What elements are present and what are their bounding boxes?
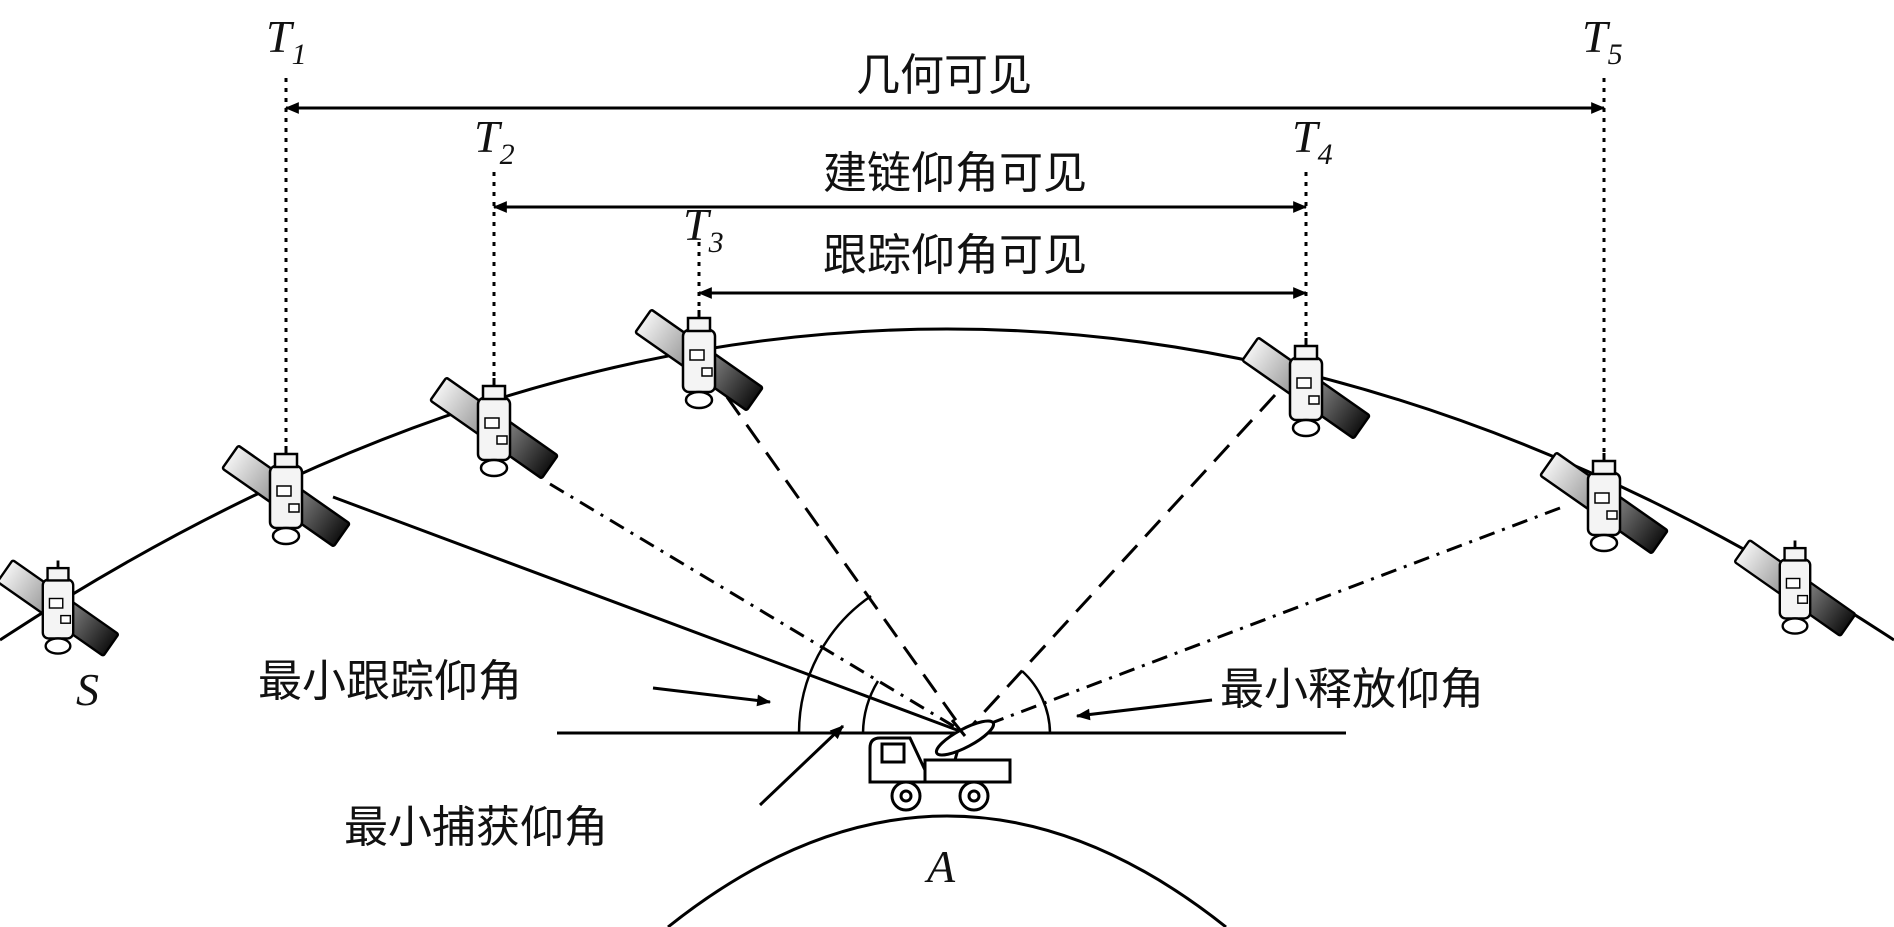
arc-min-capture xyxy=(861,680,880,734)
min-tracking-angle-label: 最小跟踪仰角 xyxy=(258,656,522,707)
los-link-rise xyxy=(549,482,966,735)
satellite-icon xyxy=(428,376,560,480)
earth-surface-arc xyxy=(667,814,1227,927)
link-visibility-label: 建链仰角可见 xyxy=(823,148,1087,199)
pointer-min-tracking xyxy=(652,686,772,707)
satellites xyxy=(0,308,1857,658)
t5-label: T5 xyxy=(1582,11,1623,71)
time-labels: T1 T2 T3 T4 T5 xyxy=(266,11,1623,259)
satellite-icon xyxy=(1240,336,1372,440)
los-release-set xyxy=(964,506,1561,735)
t2-label: T2 xyxy=(474,111,515,171)
t4-label: T4 xyxy=(1292,111,1333,171)
arc-min-tracking xyxy=(797,594,872,734)
satellite-icon xyxy=(0,558,120,658)
geometric-visibility-label: 几何可见 xyxy=(856,50,1032,101)
los-tracking-set xyxy=(963,393,1277,735)
los-geometric-rise xyxy=(332,495,966,735)
time-lines xyxy=(284,78,1606,462)
satellite-icon xyxy=(1733,538,1857,638)
satellite-icon xyxy=(1538,451,1670,555)
min-capture-angle-label: 最小捕获仰角 xyxy=(344,802,608,853)
min-release-angle-label: 最小释放仰角 xyxy=(1220,664,1484,715)
los-tracking-rise xyxy=(725,396,967,734)
elevation-arcs xyxy=(797,594,1052,734)
t3-label: T3 xyxy=(683,199,724,259)
arc-min-release xyxy=(1021,670,1052,734)
pointer-min-capture xyxy=(758,724,845,807)
truck-icon xyxy=(868,719,1012,812)
label-pointers xyxy=(652,686,1213,807)
lines-of-sight xyxy=(332,393,1561,735)
ground-station-label-a: A xyxy=(924,841,956,892)
satellite-label-s: S xyxy=(76,664,99,715)
t1-label: T1 xyxy=(266,11,307,71)
pointer-min-release xyxy=(1075,698,1213,721)
tracking-visibility-label: 跟踪仰角可见 xyxy=(823,230,1087,281)
